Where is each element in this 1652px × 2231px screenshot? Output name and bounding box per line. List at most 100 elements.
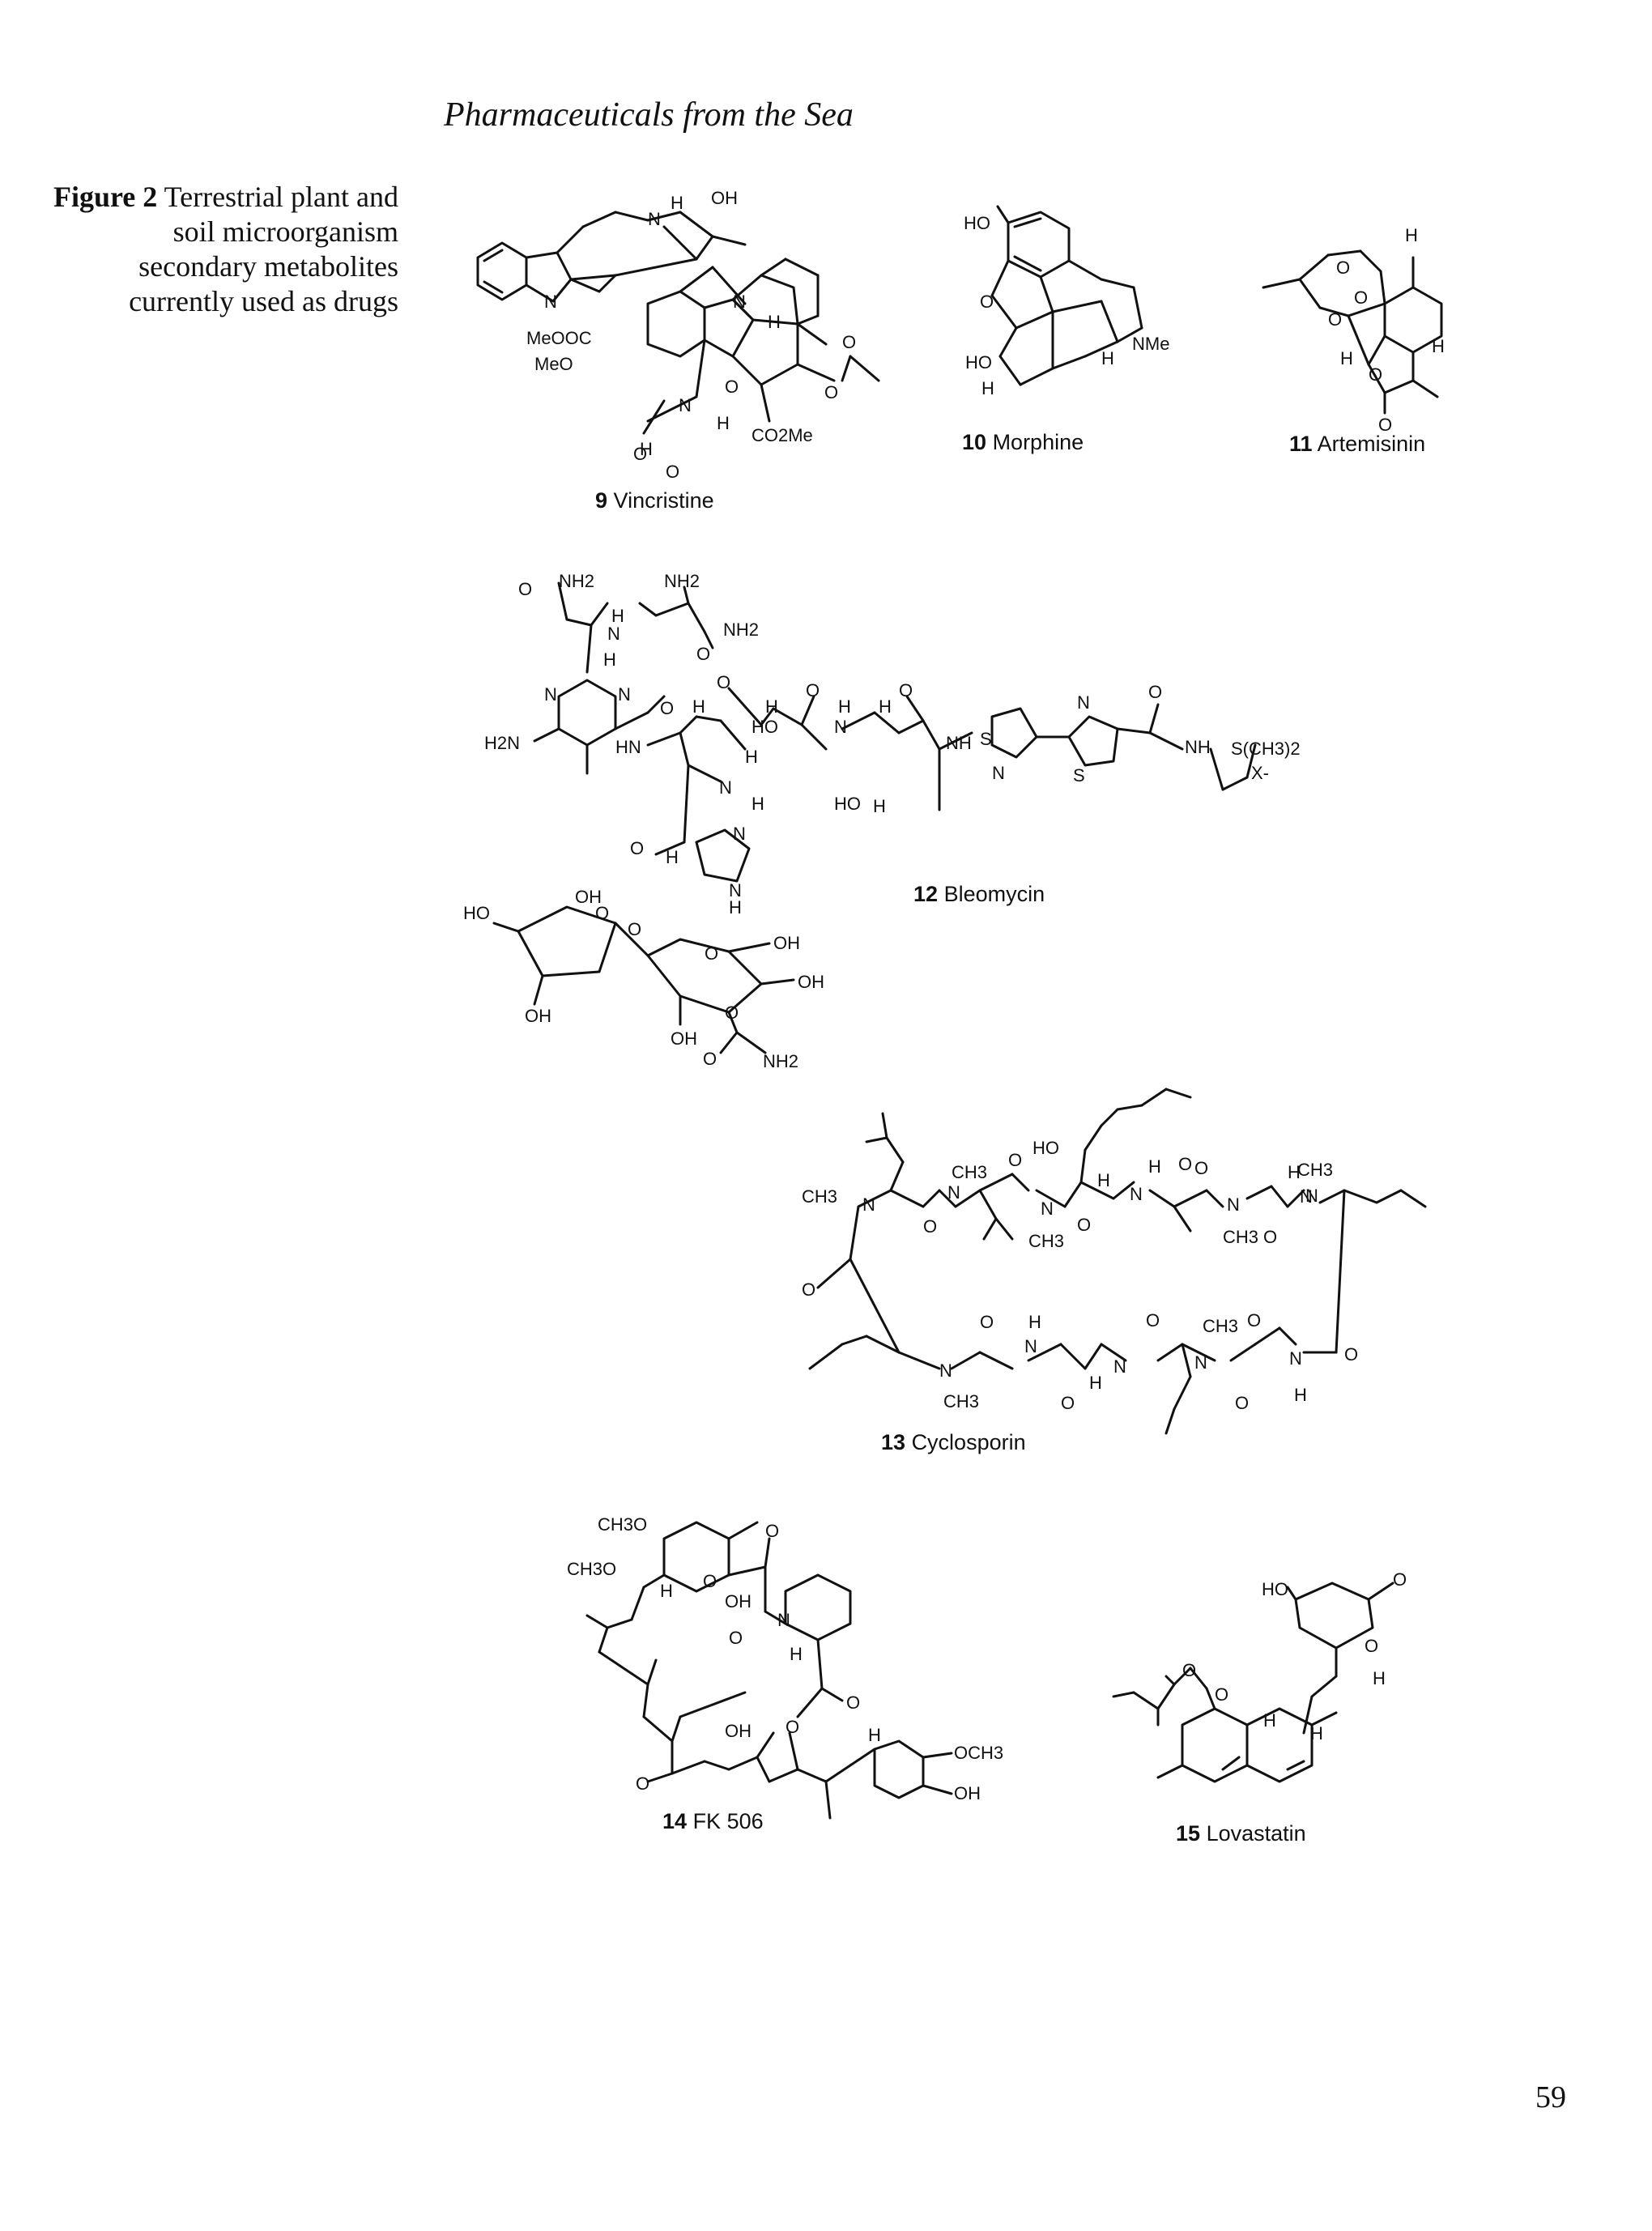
atom-label: HO (463, 903, 490, 923)
atom-label: O (824, 382, 838, 402)
atom-label: X- (1251, 763, 1269, 783)
atom-label: O (1336, 258, 1350, 278)
atom-label: N (1194, 1352, 1207, 1373)
atom-label: O (595, 903, 609, 923)
atom-label: O (717, 672, 730, 692)
atom-label: H (717, 413, 730, 433)
atom-label: HO (965, 352, 992, 373)
structure-vincristine: N H OH N MeOOC MeO N O H N H O CO2Me O O… (476, 188, 880, 513)
atom-label: N (733, 824, 746, 844)
atom-label: H (1101, 348, 1114, 368)
atom-label: O (729, 1628, 743, 1648)
atom-label: H (1288, 1162, 1301, 1182)
atom-label: O (1178, 1154, 1192, 1174)
structure-fk506: CH3O CH3O O H OH O O N H O O OH O H OCH3… (567, 1514, 1003, 1833)
atom-label: H (879, 696, 892, 717)
atom-label: O (846, 1692, 860, 1713)
atom-label: OH (725, 1591, 751, 1612)
atom-label: H (1340, 348, 1353, 368)
atom-label: O (1235, 1393, 1249, 1413)
atom-label: O (1328, 309, 1342, 330)
atom-label: N (1077, 692, 1090, 713)
atom-label: OH (798, 972, 824, 992)
atom-label: H (603, 649, 616, 670)
atom-label: N (834, 717, 847, 737)
atom-label: HO (1032, 1138, 1059, 1158)
atom-label: H (1310, 1723, 1323, 1744)
atom-label: H (671, 193, 683, 213)
atom-label: O (980, 292, 994, 312)
atom-label: OCH3 (954, 1743, 1003, 1763)
atom-label: S(CH3)2 (1231, 739, 1301, 759)
page-number: 59 (1535, 2080, 1566, 2114)
atom-label: S (1073, 765, 1085, 786)
atom-label: OH (575, 887, 602, 907)
atom-label: O (1344, 1344, 1358, 1365)
atom-label: CH3 (1028, 1231, 1064, 1251)
atom-label: O (1077, 1215, 1091, 1235)
atom-label: CH3 (952, 1162, 987, 1182)
atom-label: CH3 (943, 1391, 979, 1411)
figure-caption: Figure 2 Terrestrial plant and soil micr… (49, 180, 398, 319)
atom-label: O (1215, 1684, 1228, 1705)
atom-label: H (790, 1644, 803, 1664)
atom-label: O (660, 698, 674, 718)
atom-label: O (980, 1312, 994, 1332)
atom-label: O (696, 644, 710, 664)
atom-label: N (1300, 1186, 1313, 1207)
atom-label: N (607, 624, 620, 644)
atom-label: O (1247, 1310, 1261, 1331)
atom-label: H (1294, 1385, 1307, 1405)
atom-label: N (1130, 1184, 1143, 1204)
atom-label: N (544, 292, 557, 312)
atom-label: NMe (1132, 334, 1169, 354)
atom-label: O (703, 1049, 717, 1069)
atom-label: H (692, 696, 705, 717)
atom-label: H (1373, 1668, 1386, 1688)
atom-label: N (648, 209, 661, 229)
atom-label: O (1148, 682, 1162, 702)
compound-label-cyclosporin: 13 Cyclosporin (881, 1430, 1026, 1454)
atom-label: H (660, 1581, 673, 1601)
atom-label: HO (751, 717, 778, 737)
atom-label: O (1393, 1569, 1407, 1590)
atom-label: OH (525, 1006, 551, 1026)
atom-label: N (777, 1610, 790, 1630)
atom-label: N (544, 684, 557, 705)
atom-label: N (947, 1182, 960, 1203)
atom-label: HO (964, 213, 990, 233)
atom-label: NH (1185, 737, 1211, 757)
atom-label: O (786, 1717, 799, 1737)
atom-label: H2N (484, 733, 520, 753)
atom-label: H (1405, 225, 1418, 245)
structure-lovastatin: HO O O O O H H H 15 Lovastatin (1112, 1569, 1407, 1846)
atom-label: NH (946, 733, 972, 753)
atom-label: H (768, 312, 781, 332)
atom-label: O (1354, 287, 1368, 308)
atom-label: N (733, 292, 746, 312)
atom-label: N (1113, 1356, 1126, 1377)
atom-label: N (618, 684, 631, 705)
atom-label: H (640, 439, 653, 459)
atom-label: O (1263, 1227, 1277, 1247)
atom-label: OH (725, 1721, 751, 1741)
atom-label: H (1263, 1710, 1276, 1731)
atom-label: HN (615, 737, 641, 757)
atom-label: O (1369, 364, 1382, 385)
atom-label: H (611, 606, 624, 626)
atom-label: H (729, 897, 742, 918)
atom-label: HO (1262, 1579, 1288, 1599)
atom-label: H (751, 794, 764, 814)
atom-label: CH3 (802, 1186, 837, 1207)
atom-label: NH2 (763, 1051, 798, 1071)
atom-label: H (765, 696, 778, 717)
atom-label: OH (954, 1783, 981, 1803)
atom-label: N (1227, 1194, 1240, 1215)
atom-label: S (980, 729, 992, 749)
atom-label: O (1146, 1310, 1160, 1331)
atom-label: CH3 (1297, 1160, 1333, 1180)
atom-label: MeOOC (526, 328, 592, 348)
atom-label: H (1097, 1170, 1110, 1190)
atom-label: NH2 (723, 619, 759, 640)
